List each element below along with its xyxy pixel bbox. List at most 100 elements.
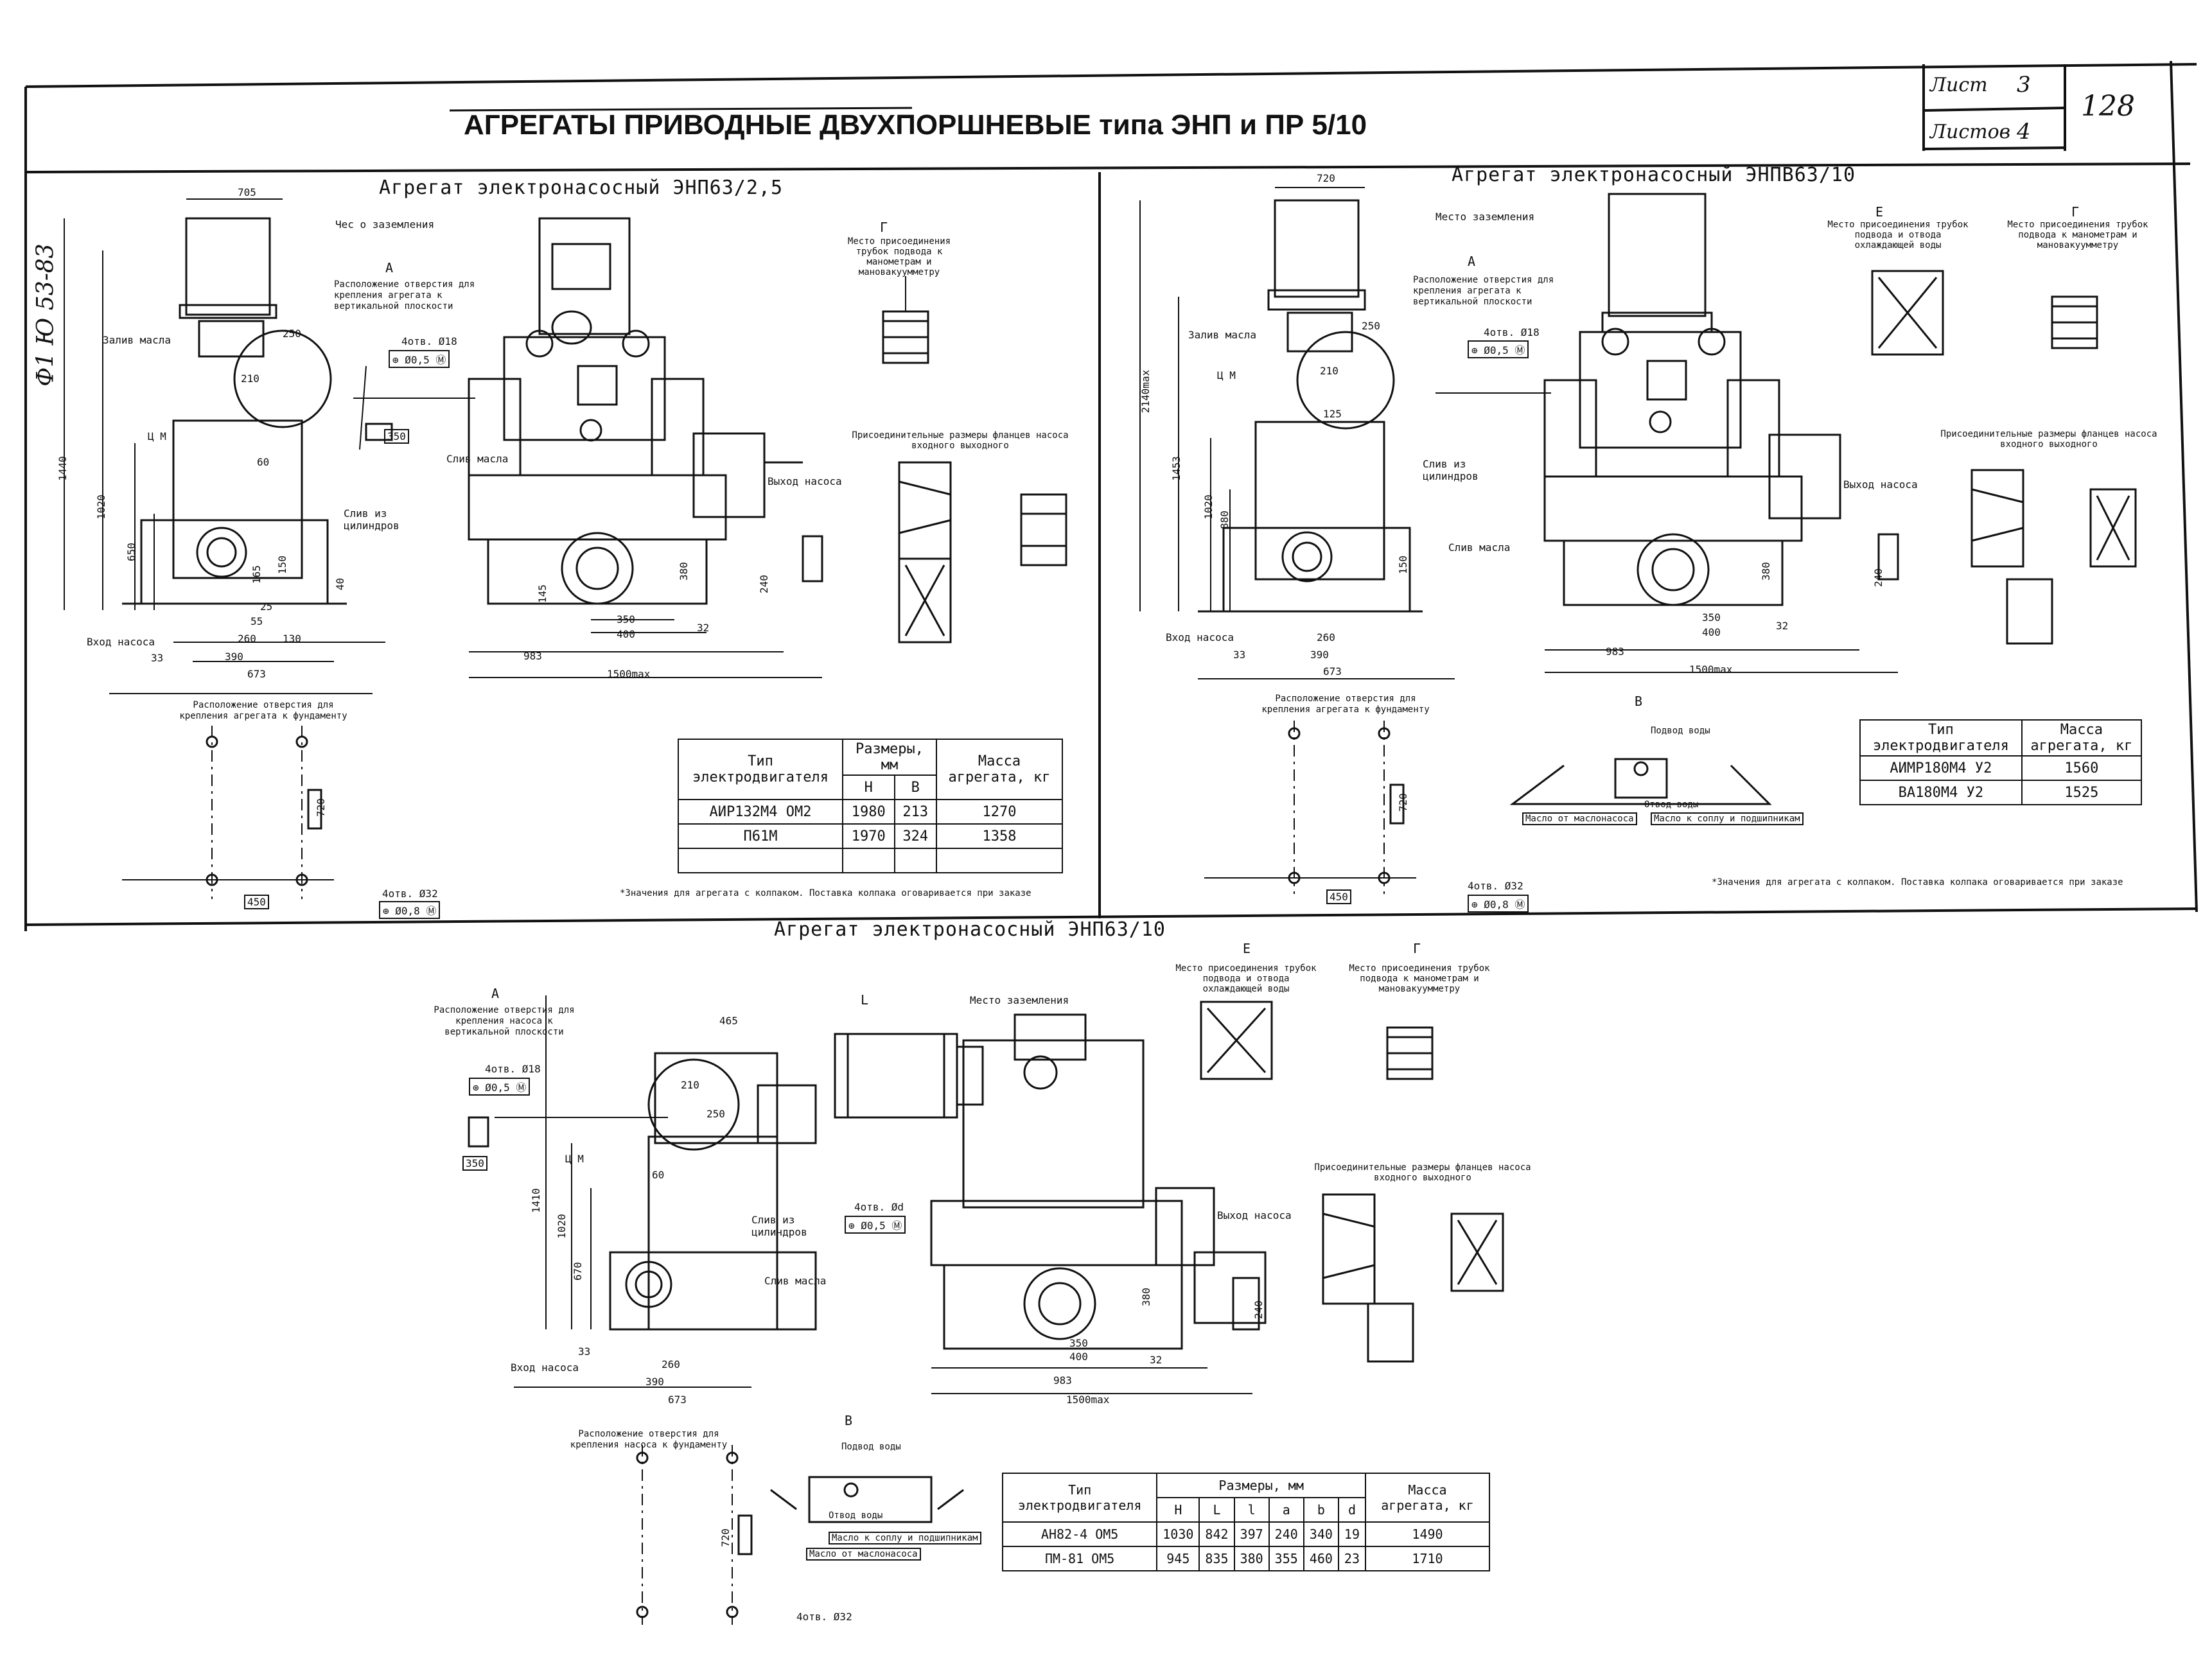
table-col-header: L bbox=[1198, 1497, 1235, 1523]
table-row: АИМР180М4 У2 1560 bbox=[1859, 755, 2143, 781]
panel3-dim: 32 bbox=[1150, 1354, 1163, 1366]
panel1-dim: 150 bbox=[276, 556, 288, 574]
panel3-section-a: А bbox=[491, 986, 500, 1001]
panel2-dim: 1500max bbox=[1689, 663, 1733, 676]
panel1-holes-f: 4отв. Ø32 bbox=[382, 888, 438, 900]
panel1-earth-label: Чес о заземления bbox=[335, 218, 435, 231]
panel2-dim: 880 bbox=[1218, 511, 1231, 529]
panel1-side-motor bbox=[185, 217, 271, 316]
panel3-title: Агрегат электронасосный ЭНП63/10 bbox=[774, 918, 1166, 941]
panel2-title: Агрегат электронасосный ЭНПВ63/10 bbox=[1452, 164, 1856, 186]
panel1-drawing bbox=[64, 198, 1067, 899]
panel3-water-in: Подвод воды bbox=[841, 1442, 901, 1452]
panel1-dim: 33 bbox=[151, 652, 164, 664]
panel3-oil-drain-label: Слив масла bbox=[764, 1275, 827, 1287]
table-cell: АН82-4 ОМ5 bbox=[1001, 1521, 1158, 1547]
panel1-oil-drain-label: Слив масла bbox=[446, 453, 509, 465]
panel2-g-desc: Место присоединения трубок подвода к ман… bbox=[2007, 220, 2148, 250]
table-col-header: Н bbox=[1156, 1497, 1200, 1523]
panel2-dim: 1453 bbox=[1170, 456, 1182, 481]
table-cell: 945 bbox=[1156, 1546, 1200, 1571]
panel2-water-in: Подвод воды bbox=[1651, 726, 1710, 736]
table-cell: 1490 bbox=[1365, 1521, 1490, 1547]
panel3-dim: 400 bbox=[1069, 1351, 1088, 1363]
table-cell: 1030 bbox=[1156, 1521, 1200, 1547]
panel1-dim: 25 bbox=[260, 600, 273, 613]
panel2-e-desc: Место присоединения трубок подвода и отв… bbox=[1827, 220, 1969, 250]
panel1-dim: 1020 bbox=[94, 494, 107, 520]
panel2-tol-a: ⊕ Ø0,5 Ⓜ bbox=[1468, 340, 1529, 358]
panel2-section-e: Е bbox=[1875, 204, 1884, 220]
panel1-side-pump-body bbox=[172, 419, 303, 579]
panel3-cm-label: Ц М bbox=[565, 1153, 584, 1165]
panel2-dim: 33 bbox=[1233, 649, 1246, 661]
panel2-dim: 983 bbox=[1606, 645, 1624, 658]
panel1-outlet-label: Выход насоса bbox=[768, 475, 842, 487]
panel3-table-h3: Масса агрегата, кг bbox=[1365, 1473, 1490, 1523]
panel2-oil-to: Масло к соплу и подшипникам bbox=[1651, 812, 1804, 825]
panel1-oil-fill-label: Залив масла bbox=[103, 334, 171, 346]
panel3-dim: 250 bbox=[707, 1108, 725, 1120]
panel1-dim: 983 bbox=[523, 650, 542, 662]
panel3-dim: 983 bbox=[1053, 1374, 1072, 1387]
panel1-dim: 55 bbox=[250, 615, 263, 627]
panel3-dim: 260 bbox=[662, 1358, 680, 1370]
table-cell: 1970 bbox=[842, 823, 895, 849]
panel3-dim: 33 bbox=[578, 1345, 591, 1358]
panel3-drain-cyl-label: Слив из цилиндров bbox=[751, 1214, 807, 1238]
panel3-section-e: Е bbox=[1243, 941, 1251, 956]
panel3-spec-table: Тип электродвигателя Размеры, мм Масса а… bbox=[1001, 1473, 1490, 1571]
panel1-title: Агрегат электронасосный ЭНП63/2,5 bbox=[379, 177, 784, 199]
panel1-g-desc: Место присоединения трубок подвода к ман… bbox=[847, 236, 951, 277]
panel1-dim: 705 bbox=[238, 186, 256, 198]
table-col-header: d bbox=[1337, 1497, 1367, 1523]
panel3-dim: 390 bbox=[645, 1376, 664, 1388]
panel1-dim: 650 bbox=[125, 543, 137, 561]
panel1-dim: 240 bbox=[757, 575, 770, 593]
panel3-motor bbox=[834, 1033, 958, 1119]
panel2-dim: 210 bbox=[1320, 365, 1339, 377]
panel1-a-desc: Расположение отверстия для крепления агр… bbox=[334, 279, 475, 311]
panel3-dim: L bbox=[861, 992, 869, 1008]
table-col-header: l bbox=[1233, 1497, 1270, 1523]
table-row: П61М 1970 324 1358 bbox=[677, 823, 1064, 849]
panel3-dim: 673 bbox=[668, 1394, 687, 1406]
panel1-dim: 260 bbox=[238, 633, 256, 645]
panel1-dim: 130 bbox=[283, 633, 301, 645]
panel3-inlet-label: Вход насоса bbox=[511, 1361, 579, 1374]
panel3-dim: 1500max bbox=[1066, 1394, 1110, 1406]
panel1-inlet-label: Вход насоса bbox=[87, 636, 155, 648]
table-cell: 380 bbox=[1233, 1546, 1270, 1571]
panel1-dim-720: 720 bbox=[314, 798, 327, 817]
panel2-dim: 380 bbox=[1759, 562, 1772, 581]
panel2-holes-a: 4отв. Ø18 bbox=[1484, 326, 1540, 338]
panel2-dim: 250 bbox=[1362, 320, 1380, 332]
page-number: 128 bbox=[2081, 90, 2135, 123]
panel2-earth-label: Место заземления bbox=[1435, 211, 1535, 223]
panel2-inlet-label: Вход насоса bbox=[1166, 631, 1234, 643]
panel3-g-desc: Место присоединения трубок подвода к ман… bbox=[1349, 963, 1490, 994]
panel1-holes-a: 4отв. Ø18 bbox=[401, 335, 457, 347]
panel2-side-motor bbox=[1274, 199, 1360, 298]
panel1-dim: 32 bbox=[697, 622, 710, 634]
table-cell bbox=[677, 848, 844, 873]
panel1-cm-label: Ц М bbox=[148, 430, 166, 442]
panel2-oil-drain-label: Слив масла bbox=[1448, 541, 1511, 554]
table-cell: АИМР180М4 У2 bbox=[1859, 755, 2023, 781]
table-row: АН82-4 ОМ5 1030 842 397 240 340 19 1490 bbox=[1001, 1521, 1490, 1547]
page-title: АГРЕГАТЫ ПРИВОДНЫЕ ДВУХПОРШНЕВЫЕ типа ЭН… bbox=[464, 109, 1367, 141]
panel2-spec-table: Тип электродвигателя Масса агрегата, кг … bbox=[1859, 719, 2143, 805]
panel2-dim: 390 bbox=[1310, 649, 1329, 661]
panel3-dim: 350 bbox=[1069, 1337, 1088, 1349]
panel2-dim: 2140max bbox=[1139, 369, 1152, 414]
panel1-foundation-desc: Расположение отверстия для крепления агр… bbox=[179, 700, 347, 721]
table-cell: 1358 bbox=[935, 823, 1064, 849]
panel2-note: *Значения для агрегата с колпаком. Поста… bbox=[1712, 877, 2123, 888]
table-cell: 1270 bbox=[935, 799, 1064, 825]
panel3-dim: 240 bbox=[1252, 1300, 1265, 1319]
panel1-dim: 40 bbox=[334, 577, 347, 591]
panel3-dim: 60 bbox=[652, 1169, 665, 1181]
panel2-dim: 720 bbox=[1396, 793, 1409, 812]
table-cell: 213 bbox=[893, 799, 937, 825]
